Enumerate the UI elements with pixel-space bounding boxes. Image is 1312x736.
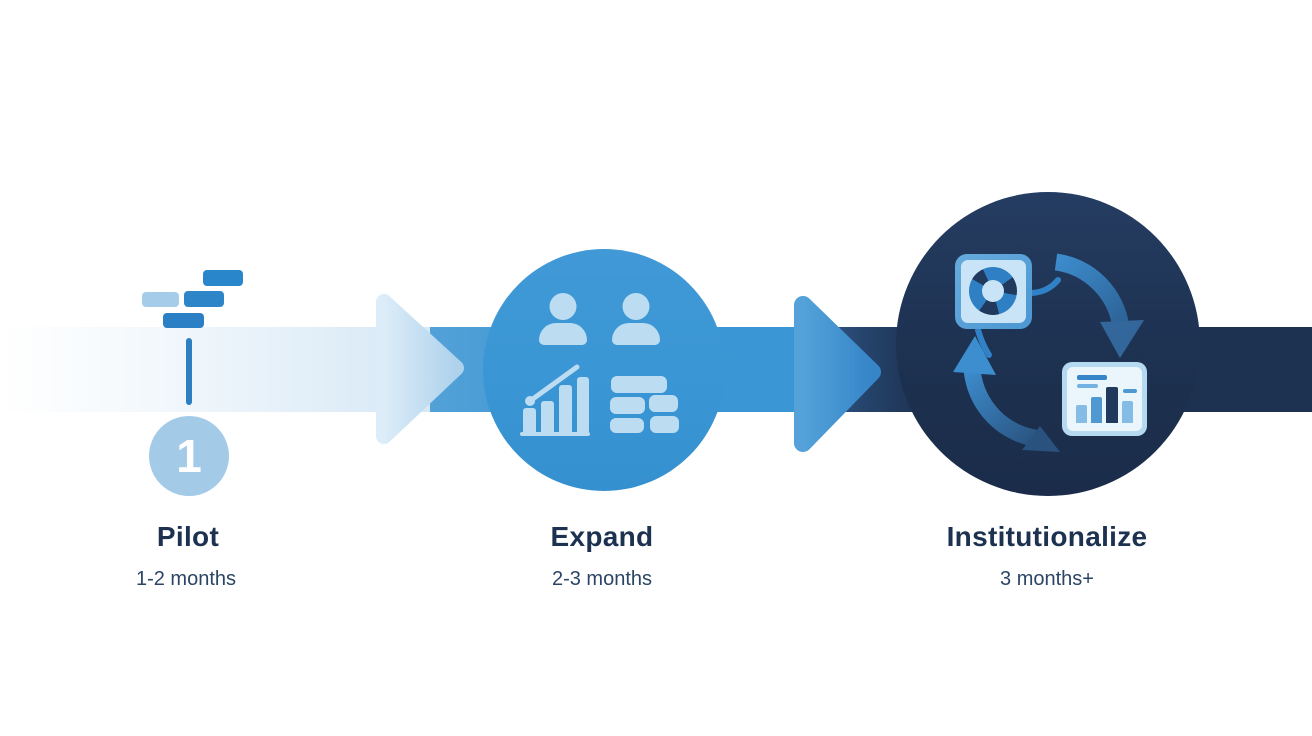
block bbox=[611, 376, 667, 393]
stage-institutionalize-label: Institutionalize bbox=[946, 521, 1148, 552]
block bbox=[649, 395, 678, 412]
bar bbox=[541, 401, 554, 432]
donut-chart-icon bbox=[955, 254, 1032, 329]
chart-baseline bbox=[520, 432, 590, 436]
donut-ring bbox=[969, 267, 1017, 315]
step-number-badge: 1 bbox=[149, 416, 229, 496]
stage-expand-label: Expand bbox=[550, 521, 654, 552]
bar bbox=[523, 408, 536, 432]
bar bbox=[1076, 405, 1087, 423]
bar bbox=[1091, 397, 1102, 423]
arrow-right-icon bbox=[794, 296, 881, 452]
stage-institutionalize-duration: 3 months+ bbox=[1000, 568, 1094, 590]
gantt-bar-top bbox=[203, 270, 243, 286]
person-body bbox=[539, 323, 587, 345]
person-head bbox=[549, 293, 577, 320]
stage-expand-duration: 2-3 months bbox=[551, 568, 653, 590]
report-title-line bbox=[1077, 375, 1107, 380]
timeline-band-light bbox=[0, 327, 440, 412]
report-dash bbox=[1123, 389, 1137, 393]
bar bbox=[577, 377, 589, 432]
step-number: 1 bbox=[176, 430, 202, 482]
bar bbox=[559, 385, 572, 432]
report-bar-chart-icon bbox=[1062, 362, 1147, 436]
report-subtitle-line bbox=[1077, 384, 1098, 388]
person-head bbox=[622, 293, 650, 320]
donut-hole bbox=[982, 280, 1004, 302]
stage-expand-circle bbox=[483, 249, 725, 491]
donut-panel bbox=[961, 260, 1026, 323]
gantt-bar-bottom bbox=[163, 313, 204, 328]
gantt-bar-light bbox=[142, 292, 179, 307]
person-icon bbox=[539, 293, 587, 345]
gantt-bar-mid bbox=[184, 291, 224, 307]
stage-pilot-label: Pilot bbox=[156, 521, 220, 552]
person-icon bbox=[612, 293, 660, 345]
stage-pilot-duration: 1-2 months bbox=[135, 568, 237, 590]
bar bbox=[1122, 401, 1133, 423]
block bbox=[610, 397, 645, 414]
block bbox=[610, 418, 644, 433]
report-panel bbox=[1067, 367, 1142, 431]
trend-line-icon bbox=[525, 364, 580, 406]
person-body bbox=[612, 323, 660, 345]
block bbox=[650, 416, 679, 433]
cycle-arrows-icon bbox=[953, 253, 1144, 452]
arrow-right-icon bbox=[376, 294, 464, 444]
bar bbox=[1106, 387, 1118, 423]
